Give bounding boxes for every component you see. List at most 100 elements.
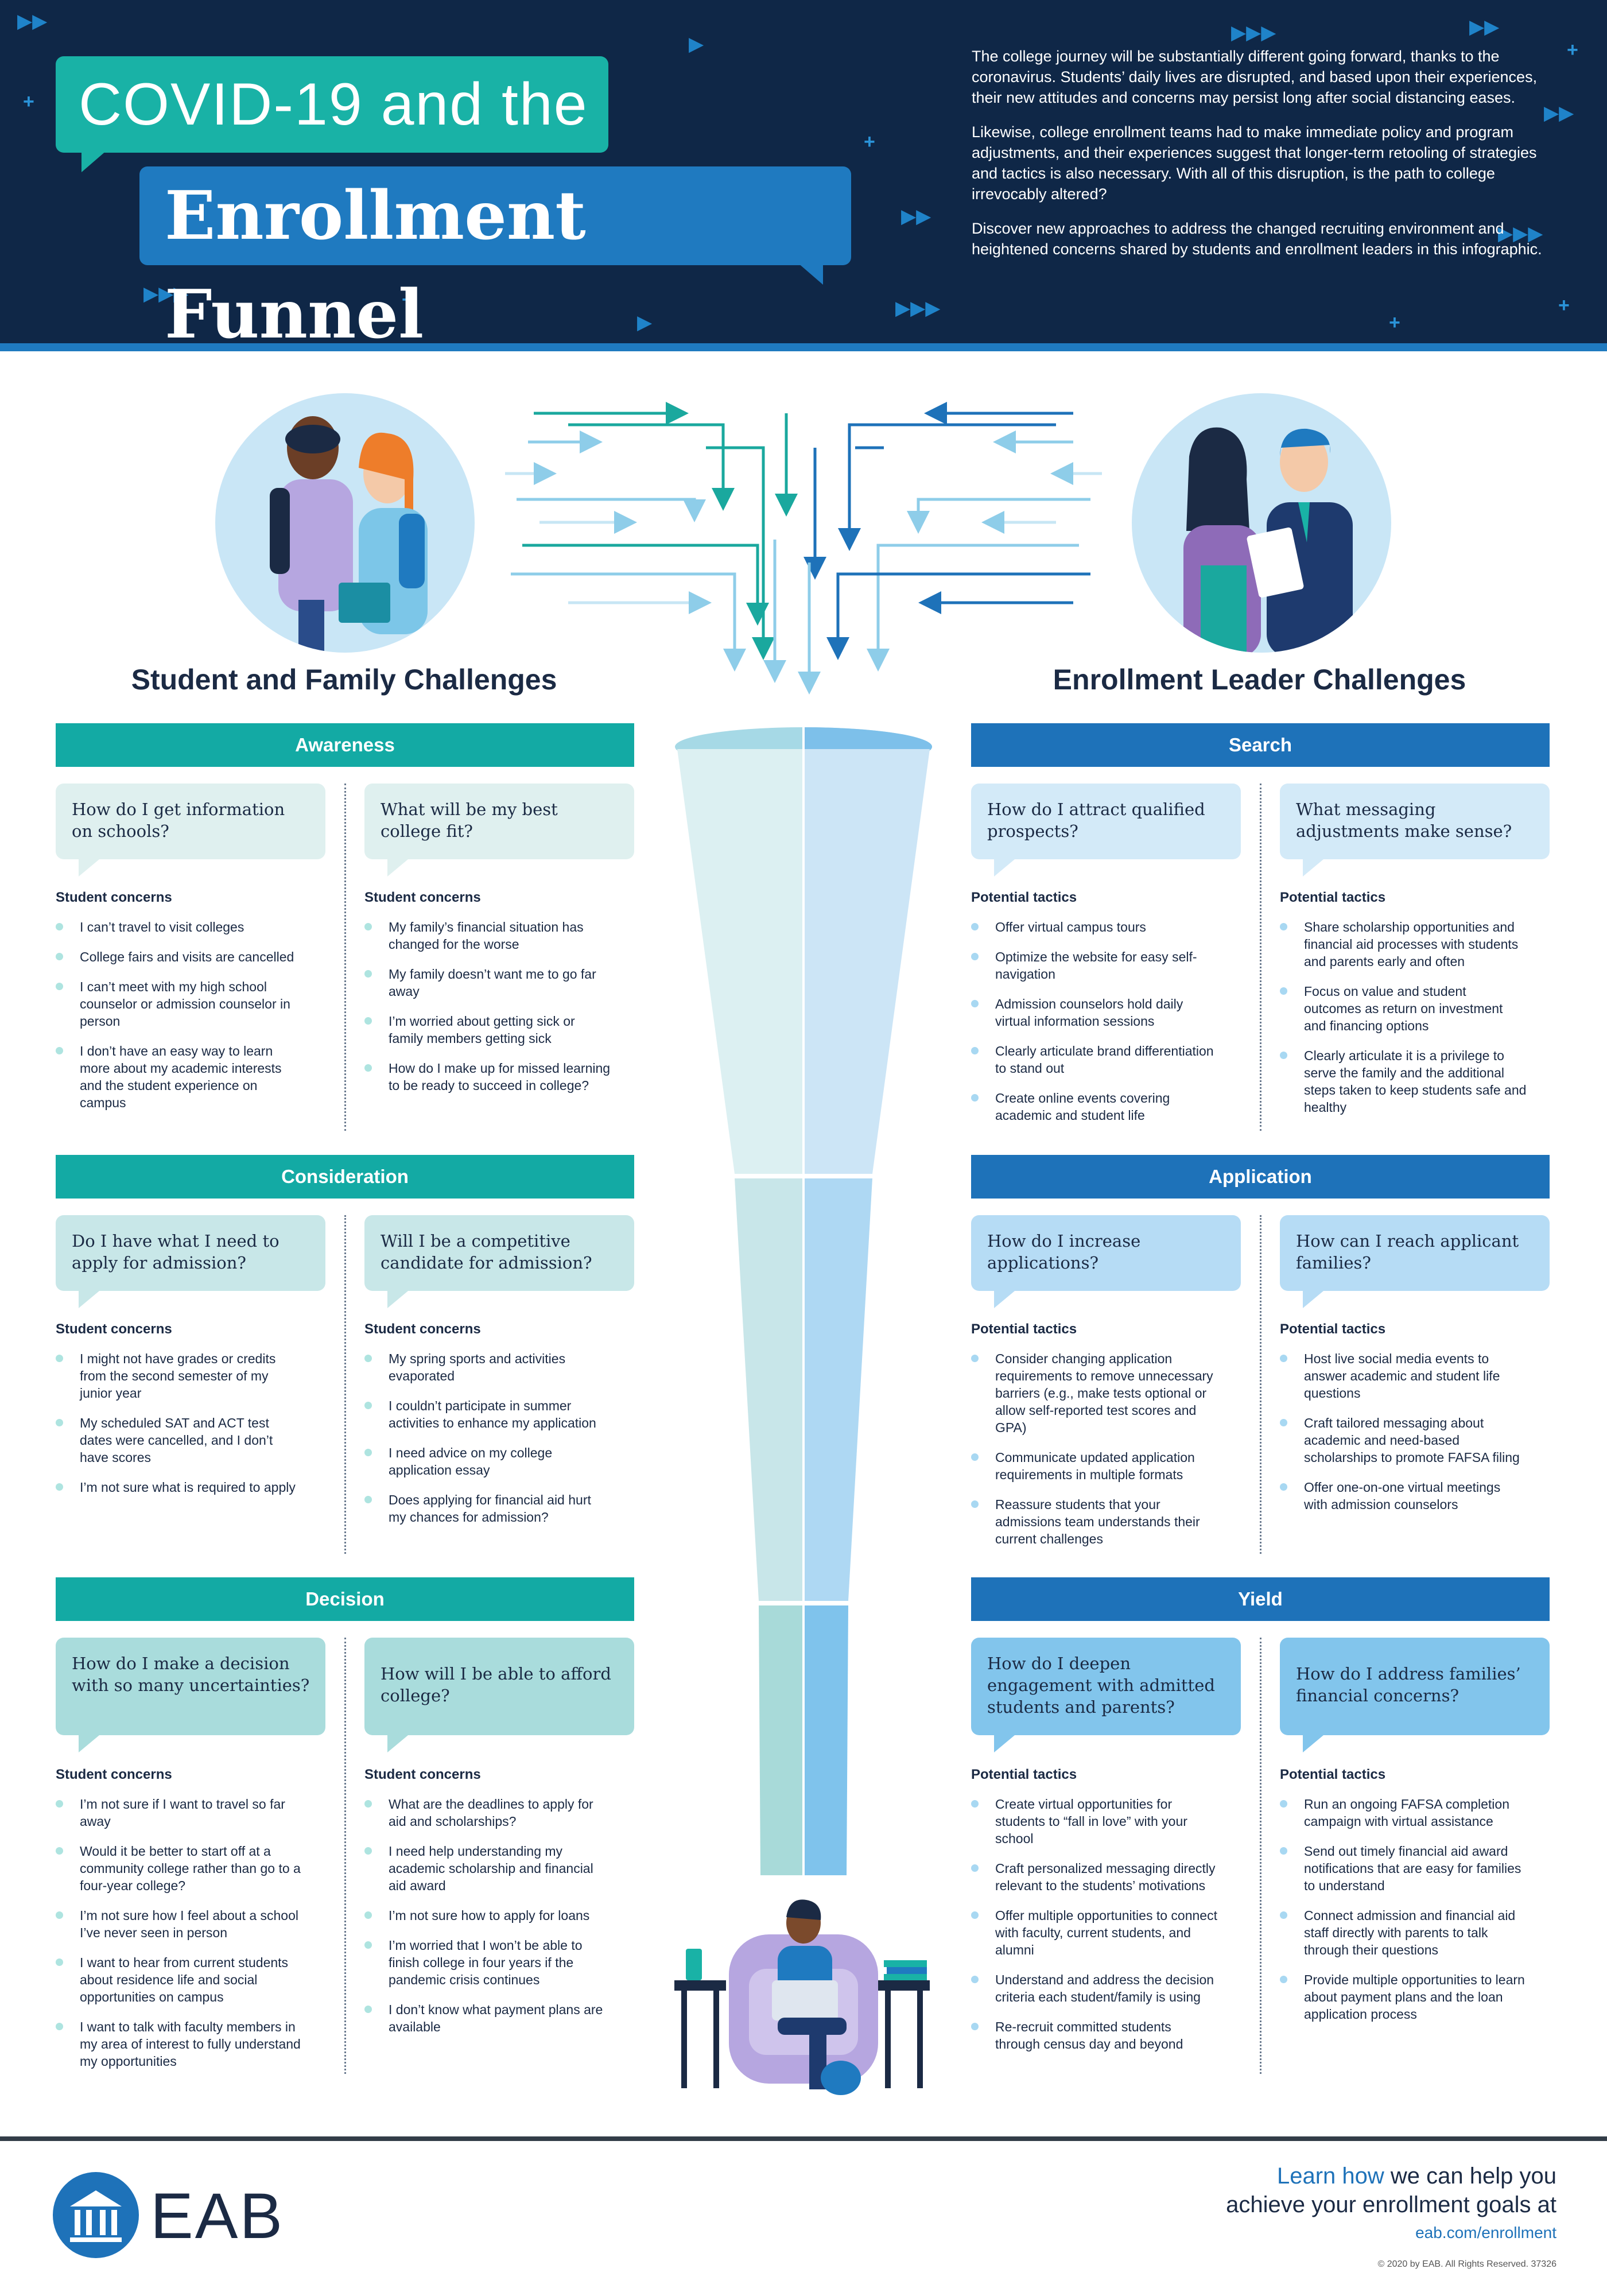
arrow-left-5 [517, 498, 706, 522]
stage-band-decision: Decision [56, 1577, 634, 1621]
arrow-decoration-icon: ▶▶▶ [1498, 223, 1543, 245]
list-item: Clearly articulate it is a privilege to … [1280, 1047, 1527, 1116]
list-item: My scheduled SAT and ACT test dates were… [56, 1414, 302, 1466]
question-bubble: How do I get information on schools? [56, 784, 325, 876]
column-divider [344, 1638, 346, 2074]
list-item: I’m not sure how to apply for loans [364, 1907, 611, 1924]
title-bubble-tail [81, 150, 107, 172]
tactics-list: Offer virtual campus tours Optimize the … [971, 918, 1218, 1137]
cta-highlight[interactable]: Learn how [1277, 2163, 1384, 2189]
column-divider [344, 1215, 346, 1554]
list-item: I’m not sure if I want to travel so far … [56, 1795, 302, 1830]
question-text: What messaging adjustments make sense? [1296, 800, 1512, 841]
concerns-list: What are the deadlines to apply for aid … [364, 1795, 611, 2048]
list-item: Does applying for financial aid hurt my … [364, 1491, 611, 1526]
tactics-list: Create virtual opportunities for student… [971, 1795, 1218, 2065]
section-label: Potential tactics [1280, 1767, 1386, 1782]
list-item: Host live social media events to answer … [1280, 1350, 1527, 1402]
tactics-list: Run an ongoing FAFSA completion campaign… [1280, 1795, 1527, 2035]
question-text: What will be my best college fit? [381, 800, 558, 841]
question-text: How can I reach applicant families? [1296, 1231, 1519, 1273]
list-item: I can’t travel to visit colleges [56, 918, 302, 936]
funnel-yield-right [804, 1605, 848, 1875]
arrow-right-7 [867, 544, 1079, 672]
plus-decoration-icon: + [1558, 294, 1570, 316]
section-label: Student concerns [56, 1321, 172, 1337]
question-bubble: How do I address families’ financial con… [1280, 1638, 1550, 1752]
concerns-list: My spring sports and activities evaporat… [364, 1350, 611, 1538]
list-item: What are the deadlines to apply for aid … [364, 1795, 611, 1830]
list-item: I want to talk with faculty members in m… [56, 2018, 302, 2070]
intro-paragraph: Likewise, college enrollment teams had t… [972, 123, 1537, 203]
list-item: Connect admission and financial aid staf… [1280, 1907, 1527, 1958]
list-item: Would it be better to start off at a com… [56, 1843, 302, 1894]
plus-decoration-icon: + [23, 91, 34, 113]
section-label: Student concerns [364, 890, 481, 905]
list-item: My family doesn’t want me to go far away [364, 965, 611, 1000]
column-divider [1260, 1638, 1261, 2074]
question-bubble: How do I increase applications? [971, 1215, 1241, 1308]
list-item: I don’t know what payment plans are avai… [364, 2001, 611, 2035]
student-laptop-illustration [674, 1899, 930, 2095]
list-item: How do I make up for missed learning to … [364, 1060, 611, 1094]
footer-url-link[interactable]: eab.com/enrollment [1415, 2224, 1556, 2241]
section-label: Student concerns [56, 1767, 172, 1782]
stage-band-application: Application [971, 1155, 1550, 1199]
question-text: How do I deepen engagement with admitted… [987, 1654, 1215, 1717]
funnel-decision-left [759, 1605, 804, 1875]
question-bubble: How do I make a decision with so many un… [56, 1638, 325, 1752]
question-bubble: What will be my best college fit? [364, 784, 634, 876]
list-item: Send out timely financial aid award noti… [1280, 1843, 1527, 1894]
arrow-decoration-icon: ▶ [637, 312, 653, 333]
arrow-left-7 [522, 544, 769, 626]
arrow-decoration-icon: ▶▶▶ [895, 297, 941, 319]
laptop-icon [772, 1980, 838, 2020]
list-item: Run an ongoing FAFSA completion campaign… [1280, 1795, 1527, 1830]
section-label: Potential tactics [1280, 890, 1386, 905]
arrow-left-8 [511, 572, 746, 672]
funnel-awareness-left [677, 749, 804, 1174]
list-item: I’m worried about getting sick or family… [364, 1013, 611, 1047]
list-item: Offer one-on-one virtual meetings with a… [1280, 1479, 1527, 1513]
flow-arrows [505, 402, 1102, 695]
list-item: I might not have grades or credits from … [56, 1350, 302, 1402]
plus-decoration-icon: + [864, 131, 875, 153]
plus-decoration-icon: + [1567, 39, 1578, 61]
list-item: Share scholarship opportunities and fina… [1280, 918, 1527, 970]
question-bubble: How do I deepen engagement with admitted… [971, 1638, 1241, 1752]
list-item: Reassure students that your admissions t… [971, 1496, 1218, 1548]
section-label: Student concerns [364, 1321, 481, 1337]
list-item: Create virtual opportunities for student… [971, 1795, 1218, 1847]
list-item: Craft tailored messaging about academic … [1280, 1414, 1527, 1466]
footer-cta: Learn how we can help you achieve your e… [1226, 2162, 1556, 2219]
question-bubble: How can I reach applicant families? [1280, 1215, 1550, 1308]
header-accent-bar [0, 343, 1607, 351]
list-item: Create online events covering academic a… [971, 1089, 1218, 1124]
column-divider [1260, 784, 1261, 1131]
arrow-right-5 [907, 498, 1090, 534]
section-label: Potential tactics [971, 890, 1077, 905]
concerns-list: I’m not sure if I want to travel so far … [56, 1795, 302, 2082]
eab-logo-icon[interactable] [53, 2172, 139, 2258]
question-text: How do I address families’ financial con… [1296, 1664, 1521, 1705]
concerns-list: My family’s financial situation has chan… [364, 918, 611, 1107]
list-item: I don’t have an easy way to learn more a… [56, 1042, 302, 1111]
right-column-title: Enrollment Leader Challenges [1053, 664, 1466, 696]
section-label: Potential tactics [1280, 1321, 1386, 1337]
list-item: College fairs and visits are cancelled [56, 948, 302, 965]
list-item: Communicate updated application requirem… [971, 1449, 1218, 1483]
list-item: I’m not sure how I feel about a school I… [56, 1907, 302, 1941]
list-item: My family’s financial situation has chan… [364, 918, 611, 953]
concerns-list: I might not have grades or credits from … [56, 1350, 302, 1508]
arrow-decoration-icon: ▶▶ [1544, 102, 1574, 124]
concerns-list: I can’t travel to visit colleges College… [56, 918, 302, 1124]
list-item: Consider changing application requiremen… [971, 1350, 1218, 1436]
footer-divider [0, 2136, 1607, 2141]
enrollment-funnel [675, 727, 932, 1875]
backpack-icon [821, 2061, 861, 2095]
list-item: My spring sports and activities evaporat… [364, 1350, 611, 1384]
list-item: Focus on value and student outcomes as r… [1280, 983, 1527, 1034]
arrow-left-4 [568, 423, 735, 511]
stage-band-consideration: Consideration [56, 1155, 634, 1199]
